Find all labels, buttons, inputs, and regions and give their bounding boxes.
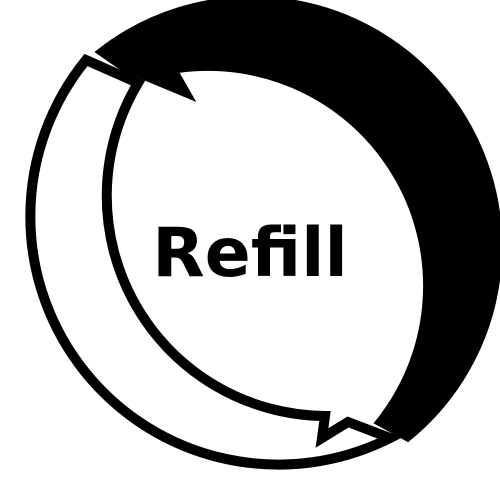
outline-arrow-icon [25,53,403,470]
thick-arrow-icon [94,0,500,443]
refill-label: Refill [152,214,348,293]
